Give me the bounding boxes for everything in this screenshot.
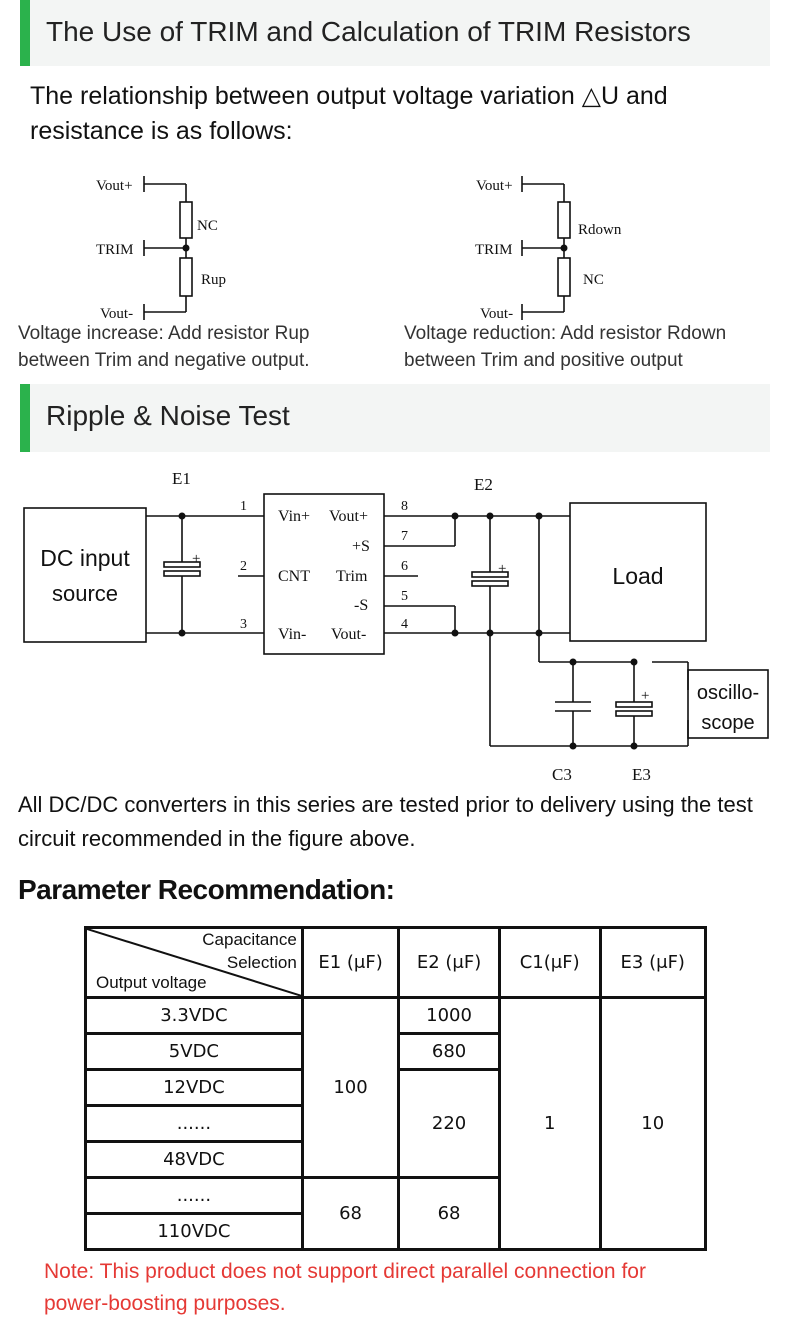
ripple-section-header: Ripple & Noise Test — [20, 384, 770, 452]
voltage-cell: ...... — [84, 1104, 304, 1143]
e1-label: E1 — [172, 469, 191, 488]
table-row: ...... — [84, 1104, 706, 1143]
note-line2: power-boosting purposes. — [44, 1292, 286, 1315]
load-box — [569, 502, 707, 642]
pin-1: 1 — [240, 499, 247, 514]
e1-value-cell: 68 — [300, 1176, 401, 1251]
pin-6: 6 — [401, 559, 408, 574]
e1-plus: + — [192, 551, 200, 567]
e3-value-cell: 10 — [598, 996, 708, 1251]
table-row: 48VDC — [84, 1140, 706, 1179]
vin-minus-label: Vin- — [278, 626, 306, 643]
table-row: 3.3VDC 100 1000 1 10 — [84, 996, 708, 1251]
s-plus-label: +S — [352, 538, 370, 555]
vout-plus-label: Vout+ — [329, 508, 368, 525]
parameter-title: Parameter Recommendation: — [18, 874, 395, 905]
pin-3: 3 — [240, 617, 247, 632]
ripple-description: All DC/DC converters in this series are … — [18, 792, 753, 851]
c1-value-cell: 1 — [497, 996, 602, 1251]
vout-minus-label: Vout- — [331, 626, 366, 643]
e2-value-cell: 1000 — [397, 996, 501, 1035]
pin-8: 8 — [401, 499, 408, 514]
voltage-cell: 48VDC — [84, 1140, 304, 1179]
e2-plus: + — [498, 561, 506, 577]
left-trim-label: TRIM — [96, 242, 134, 258]
accent-bar — [20, 384, 30, 452]
trim-pin-label: Trim — [336, 568, 368, 585]
diagonal-line — [87, 929, 302, 996]
right-trim-junction — [560, 244, 568, 252]
e2-value-cell: 220 — [397, 1068, 501, 1179]
left-caption: Voltage increase: Add resistor Rup betwe… — [18, 320, 310, 374]
header-output-voltage: Output voltage — [96, 973, 207, 992]
voltage-cell: ...... — [84, 1176, 304, 1215]
cnt-label: CNT — [278, 568, 310, 585]
source-label-line1: DC input — [40, 545, 130, 571]
left-lower-resistor-label: Rup — [201, 272, 226, 288]
vin-plus-label: Vin+ — [278, 508, 310, 525]
trim-circuit-diagrams: Vout+ TRIM Vout- NC Rup Vout+ TRIM Vout-… — [96, 176, 622, 320]
table-row: 110VDC — [84, 1212, 706, 1251]
load-label: Load — [612, 563, 663, 589]
right-caption-line2: between Trim and positive output — [404, 350, 683, 371]
e2-value-cell: 68 — [397, 1176, 501, 1251]
right-vout-plus-label: Vout+ — [476, 178, 513, 194]
voltage-cell: 110VDC — [84, 1212, 304, 1251]
c3-label: C3 — [552, 765, 572, 784]
voltage-cell: 3.3VDC — [84, 996, 304, 1035]
s-minus-label: -S — [354, 597, 368, 614]
note-line1: Note: This product does not support dire… — [44, 1260, 646, 1283]
e2-label: E2 — [474, 475, 493, 494]
table-row: 5VDC 680 — [84, 1032, 706, 1071]
voltage-cell: 5VDC — [84, 1032, 304, 1071]
right-trim-label: TRIM — [475, 242, 513, 258]
e1-value-cell: 100 — [300, 996, 401, 1179]
voltage-cell: 12VDC — [84, 1068, 304, 1107]
scope-label-line2: scope — [701, 712, 754, 734]
e3-plus: + — [641, 688, 649, 704]
accent-bar — [20, 0, 30, 66]
ripple-section-title: Ripple & Noise Test — [46, 400, 290, 431]
e3-label: E3 — [632, 765, 651, 784]
source-label-line2: source — [52, 581, 118, 606]
ripple-test-circuit: E1 E2 C3 E3 + + + 1 2 3 8 7 6 5 4 Vin+ V… — [23, 469, 769, 784]
col-header-e1: E1 (μF) — [300, 926, 401, 999]
right-upper-resistor-label: Rdown — [578, 222, 622, 238]
trim-section-header: The Use of TRIM and Calculation of TRIM … — [20, 0, 770, 66]
right-vout-minus-label: Vout- — [480, 306, 513, 320]
header-capacitance: Capacitance — [202, 930, 297, 949]
right-caption-line1: Voltage reduction: Add resistor Rdown — [404, 323, 727, 344]
pin-4: 4 — [401, 617, 408, 632]
module-box — [263, 493, 385, 655]
header-selection: Selection — [226, 953, 297, 972]
left-caption-line1: Voltage increase: Add resistor Rup — [18, 323, 310, 344]
left-vout-minus-label: Vout- — [100, 306, 133, 320]
scope-label-line1: oscillo- — [697, 682, 759, 704]
table-row: 12VDC 220 — [84, 1068, 706, 1179]
right-lower-resistor-label: NC — [583, 272, 604, 288]
pin-2: 2 — [240, 559, 247, 574]
trim-intro-text: The relationship between output voltage … — [30, 82, 668, 145]
col-header-c1: C1(μF) — [497, 926, 602, 999]
oscilloscope-box — [687, 669, 769, 739]
note-text: Note: This product does not support dire… — [44, 1256, 646, 1320]
table-header-row: Capacitance Selection Output voltage E1 … — [84, 926, 708, 999]
col-header-e2: E2 (μF) — [397, 926, 501, 999]
trim-section-title: The Use of TRIM and Calculation of TRIM … — [46, 16, 691, 47]
dc-source-box — [23, 507, 147, 643]
diagonal-header-cell: Capacitance Selection Output voltage — [84, 926, 304, 999]
pin-5: 5 — [401, 589, 408, 604]
left-upper-resistor-label: NC — [197, 218, 218, 234]
left-trim-junction — [182, 244, 190, 252]
right-caption: Voltage reduction: Add resistor Rdown be… — [404, 320, 726, 374]
pin-7: 7 — [401, 529, 408, 544]
col-header-e3: E3 (μF) — [598, 926, 708, 999]
left-caption-line2: between Trim and negative output. — [18, 350, 310, 371]
left-vout-plus-label: Vout+ — [96, 178, 133, 194]
e2-value-cell: 680 — [397, 1032, 501, 1071]
table-row: ...... 68 68 — [84, 1176, 706, 1251]
parameter-table: Capacitance Selection Output voltage E1 … — [84, 926, 708, 1251]
